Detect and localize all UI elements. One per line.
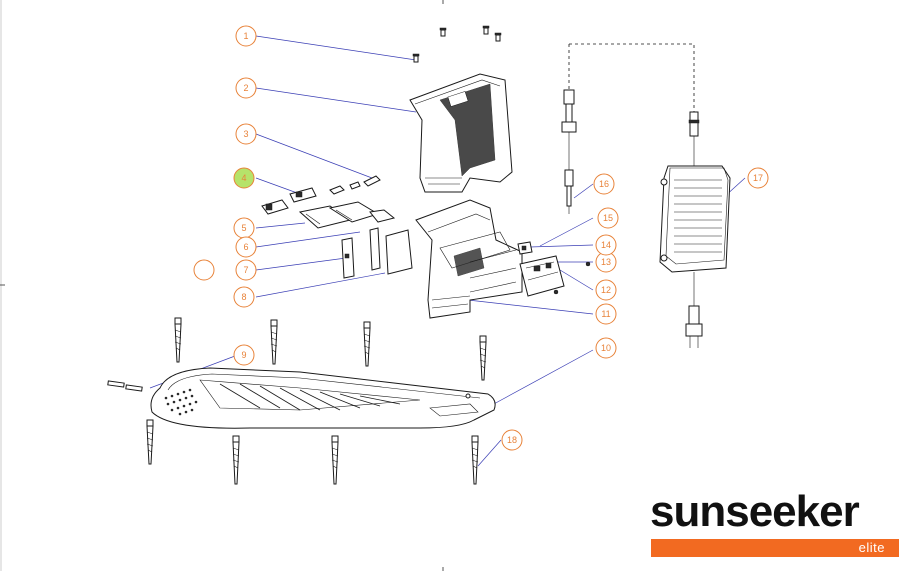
logo-wordmark: sunseeker	[650, 487, 860, 536]
part-screws	[412, 25, 502, 63]
callout-number: 5	[241, 223, 246, 233]
callout-circle	[595, 279, 617, 301]
callout-3: 3	[235, 123, 257, 145]
callout-number: 18	[507, 435, 517, 445]
callout-15: 15	[597, 207, 619, 229]
part-contact-blocks	[261, 187, 317, 215]
callout-circle	[597, 207, 619, 229]
callout-number: 16	[599, 179, 609, 189]
callout-number: 17	[753, 173, 763, 183]
callout-10: 10	[595, 337, 617, 359]
part-pins	[107, 380, 143, 392]
callout-circle	[593, 173, 615, 195]
callout-circle	[747, 167, 769, 189]
callout-circle	[595, 234, 617, 256]
callout-number: 8	[241, 292, 246, 302]
callout-circle	[235, 25, 257, 47]
callout-circle	[235, 77, 257, 99]
callout-circle	[235, 236, 257, 258]
callout-5: 5	[233, 217, 255, 239]
callout-number: 10	[601, 343, 611, 353]
callout-number: 4	[241, 173, 246, 183]
part-station-housing	[415, 199, 523, 319]
callout-number: 9	[241, 350, 246, 360]
part-cover-plate	[385, 229, 413, 275]
callout-number: 6	[243, 242, 248, 252]
part-base-plate	[150, 367, 496, 429]
callout-12: 12	[595, 279, 617, 301]
callout-number: 11	[601, 309, 610, 319]
callout-1: 1	[235, 25, 257, 47]
callout-circle	[193, 259, 215, 281]
callout-circle	[595, 303, 617, 325]
callout-number: 2	[243, 83, 248, 93]
part-dc-cable	[561, 43, 695, 214]
callout-number: 1	[243, 31, 248, 41]
logo-subtitle: elite	[858, 540, 885, 555]
callout-4: 4	[233, 167, 255, 189]
callout-number: 3	[243, 129, 248, 139]
part-clips	[329, 175, 381, 195]
part-connector	[517, 241, 591, 267]
callout-17: 17	[747, 167, 769, 189]
part-power-adapter	[659, 111, 731, 348]
callout-16: 16	[593, 173, 615, 195]
part-ground-stakes	[146, 317, 487, 485]
callout-number: 7	[243, 265, 248, 275]
callout-circle	[235, 259, 257, 281]
callout-number: 15	[603, 213, 613, 223]
callout-6: 6	[235, 236, 257, 258]
callout-14: 14	[595, 234, 617, 256]
callout-11: 11	[595, 303, 617, 325]
part-top-cover	[409, 73, 513, 193]
callout-2: 2	[235, 77, 257, 99]
callout-circle	[233, 167, 255, 189]
callout-circle	[233, 286, 255, 308]
callout-circle	[233, 344, 255, 366]
part-control-board	[519, 255, 565, 297]
logo-bar: elite	[651, 539, 899, 557]
callout-blank	[193, 259, 215, 281]
callout-circle	[595, 337, 617, 359]
callout-18: 18	[501, 429, 523, 451]
callout-number: 13	[601, 257, 611, 267]
part-conductor-bars	[341, 227, 381, 279]
callout-8: 8	[233, 286, 255, 308]
callout-9: 9	[233, 344, 255, 366]
callout-number: 12	[601, 285, 611, 295]
callout-number: 14	[601, 240, 611, 250]
part-contact-plates	[298, 201, 396, 229]
callout-7: 7	[235, 259, 257, 281]
callout-circle	[235, 123, 257, 145]
callout-circle	[501, 429, 523, 451]
